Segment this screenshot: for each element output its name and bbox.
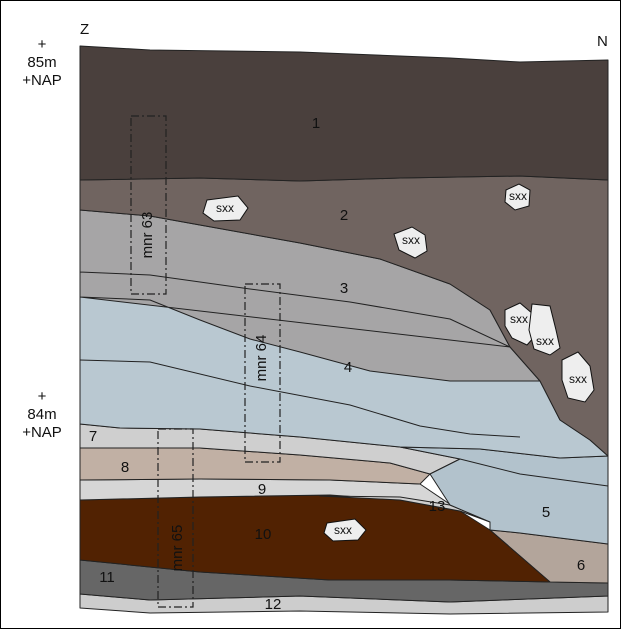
layer-label-4: 4 (344, 359, 352, 376)
elevation-datum: +NAP (22, 72, 62, 89)
orientation-north-label: N (597, 33, 608, 50)
sample-label-mnr-63: mnr 63 (139, 212, 156, 259)
stone-label: sxx (569, 372, 587, 386)
layer-label-11: 11 (99, 569, 115, 586)
sample-label-mnr-64: mnr 64 (253, 335, 270, 382)
elevation-plus: + (37, 36, 47, 53)
elevation-mark-85: + 85m +NAP (14, 36, 70, 90)
layer-label-7: 7 (89, 428, 97, 445)
elevation-value: 85m (27, 54, 57, 71)
sample-box-mnr-63 (130, 115, 167, 295)
elevation-value: 84m (27, 406, 57, 423)
layer-label-1: 1 (312, 115, 320, 132)
elevation-plus: + (37, 388, 47, 405)
orientation-south-label: Z (80, 21, 90, 38)
stone-label: sxx (536, 334, 554, 348)
layer-label-10: 10 (255, 526, 272, 543)
stone (323, 518, 367, 542)
stone-label: sxx (509, 189, 527, 203)
stone (202, 195, 249, 222)
layer-label-5: 5 (542, 504, 550, 521)
stone (528, 303, 561, 356)
stone-label: sxx (402, 233, 420, 247)
layer-label-12: 12 (265, 596, 282, 613)
sample-box-mnr-65 (157, 428, 194, 608)
boundary-line (79, 359, 521, 438)
stone-label: sxx (216, 201, 234, 215)
stone (393, 226, 428, 259)
layer-label-9: 9 (258, 481, 266, 498)
layer-label-3: 3 (340, 280, 348, 297)
stone (561, 351, 595, 403)
stone (504, 183, 531, 211)
sample-label-mnr-65: mnr 65 (169, 525, 186, 572)
elevation-datum: +NAP (22, 424, 62, 441)
layer-1 (79, 45, 609, 182)
sample-box-mnr-64 (244, 283, 281, 463)
layer-label-8: 8 (121, 459, 129, 476)
elevation-mark-84: + 84m +NAP (14, 388, 70, 442)
stone-label: sxx (334, 523, 352, 537)
stone-label: sxx (510, 312, 528, 326)
boundary-line (459, 458, 609, 487)
layer-label-6: 6 (577, 557, 585, 574)
layer-label-13: 13 (429, 498, 446, 515)
layer-label-2: 2 (340, 207, 348, 224)
